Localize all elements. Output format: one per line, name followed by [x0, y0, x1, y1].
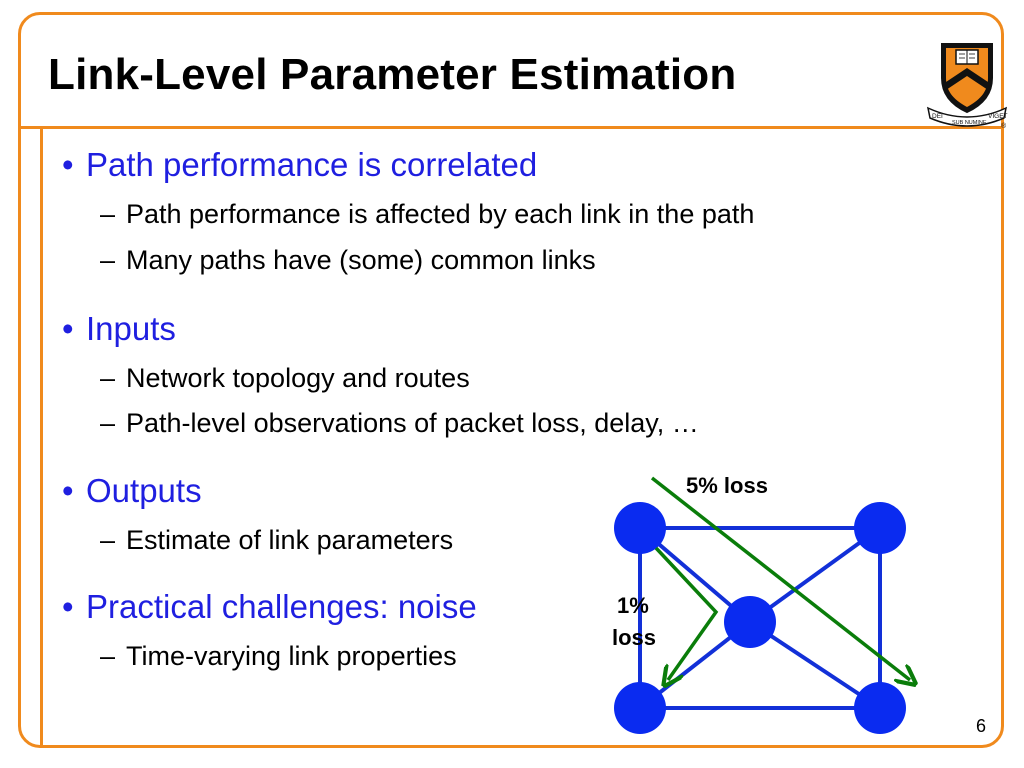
link-tr-center — [748, 526, 882, 624]
sub-text: Estimate of link parameters — [126, 525, 454, 555]
sub-bullet: –Path performance is affected by each li… — [100, 199, 754, 230]
node-bottom-left — [614, 682, 666, 734]
title-divider — [18, 126, 1004, 129]
sub-dash: – — [100, 525, 116, 555]
sub-bullet: –Many paths have (some) common links — [100, 245, 596, 276]
sub-dash: – — [100, 245, 116, 275]
sub-bullet: –Estimate of link parameters — [100, 525, 453, 556]
sub-dash: – — [100, 408, 116, 438]
bullet-text: Path performance is correlated — [86, 146, 538, 183]
sub-bullet: –Network topology and routes — [100, 363, 470, 394]
slide-title: Link-Level Parameter Estimation — [48, 50, 737, 99]
bullet-dot: • — [62, 588, 74, 625]
bullet-inputs: • Inputs — [62, 310, 176, 348]
path-arrow-1-loss — [654, 546, 719, 680]
sub-dash: – — [100, 641, 116, 671]
node-bottom-right — [854, 682, 906, 734]
sub-bullet: –Time-varying link properties — [100, 641, 457, 672]
label-1-percent: 1% — [617, 593, 649, 618]
sub-dash: – — [100, 199, 116, 229]
label-loss: loss — [612, 625, 656, 650]
sub-text: Path-level observations of packet loss, … — [126, 408, 699, 438]
network-diagram: 5% loss 1% loss — [612, 473, 930, 734]
bullet-text: Inputs — [86, 310, 176, 347]
sub-dash: – — [100, 363, 116, 393]
sub-text: Path performance is affected by each lin… — [126, 199, 755, 229]
bullet-dot: • — [62, 472, 74, 509]
bullet-outputs: • Outputs — [62, 472, 202, 510]
bullet-text: Practical challenges: noise — [86, 588, 477, 625]
node-top-right — [854, 502, 906, 554]
slide-frame — [18, 12, 1004, 748]
node-center — [724, 596, 776, 648]
sub-text: Network topology and routes — [126, 363, 470, 393]
bullet-path-performance: • Path performance is correlated — [62, 146, 537, 184]
princeton-shield-icon: DEI SUB NUMINE VIGET ® — [926, 43, 1008, 128]
registered-mark: ® — [1001, 122, 1007, 128]
nodes — [614, 502, 906, 734]
motto-center: SUB NUMINE — [952, 120, 987, 126]
bullet-dot: • — [62, 146, 74, 183]
node-top-left — [614, 502, 666, 554]
bullet-dot: • — [62, 310, 74, 347]
bullet-text: Outputs — [86, 472, 202, 509]
label-5-percent-loss: 5% loss — [686, 473, 768, 498]
path-arrow-5-loss — [650, 476, 910, 680]
sub-bullet: –Path-level observations of packet loss,… — [100, 408, 699, 439]
sub-text: Many paths have (some) common links — [126, 245, 596, 275]
measured-paths — [650, 476, 910, 680]
left-accent-bar — [40, 126, 43, 748]
page-number: 6 — [976, 716, 987, 736]
bullet-practical-challenges: • Practical challenges: noise — [62, 588, 477, 626]
sub-text: Time-varying link properties — [126, 641, 457, 671]
motto-right: VIGET — [988, 113, 1008, 120]
motto-left: DEI — [932, 113, 943, 120]
